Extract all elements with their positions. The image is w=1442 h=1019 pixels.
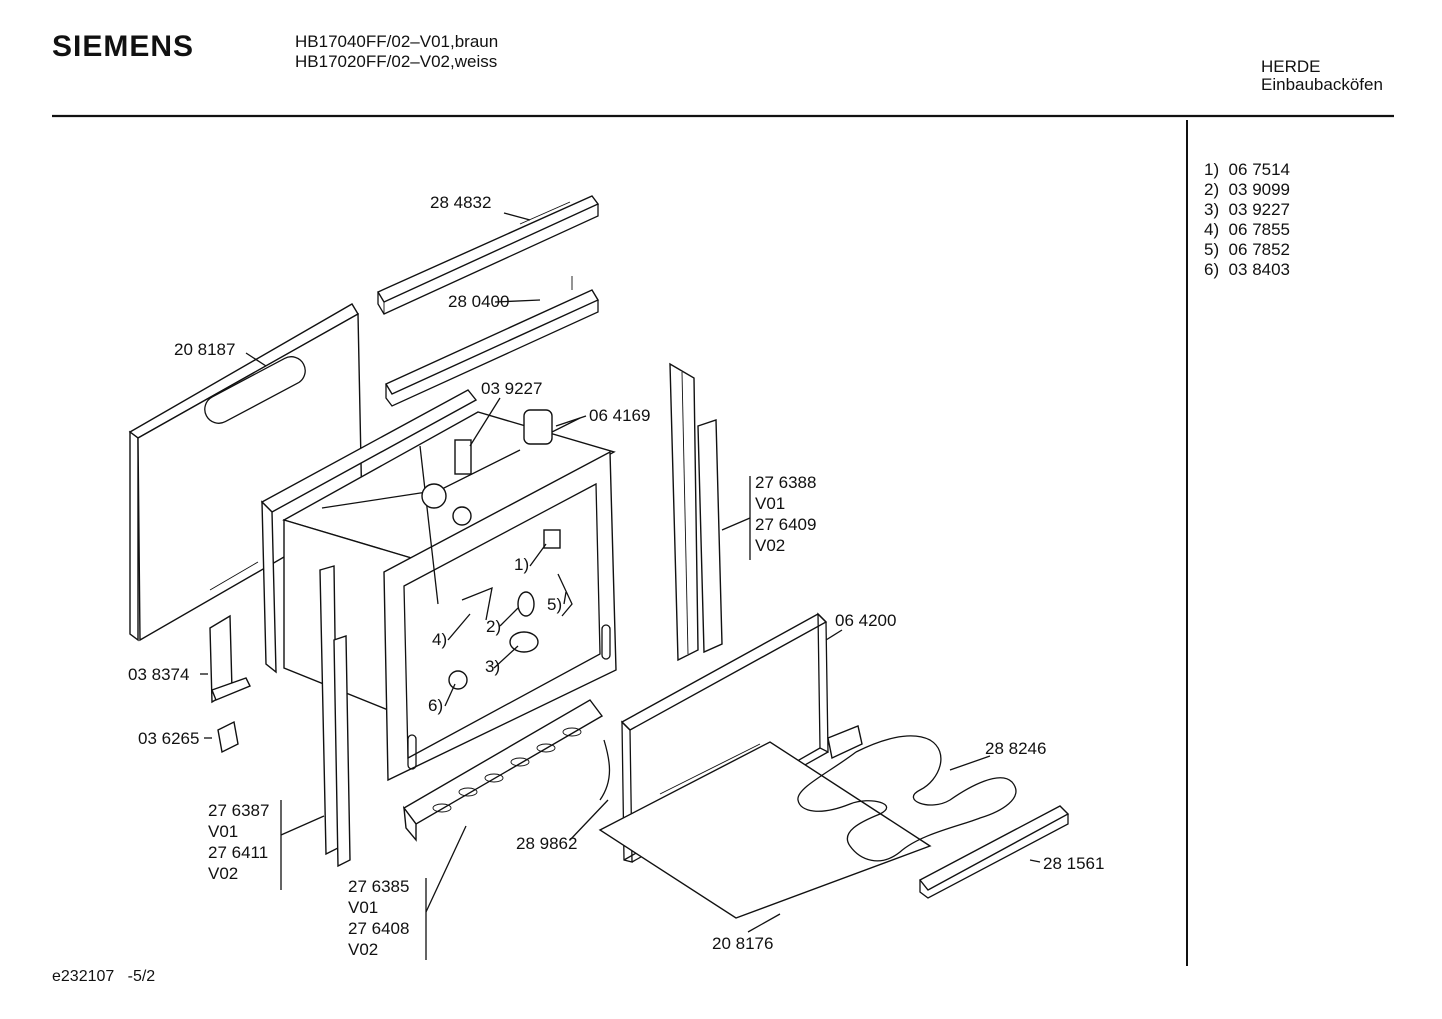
part-label-276409: 27 6409 <box>755 515 817 534</box>
top-rail-part <box>376 195 600 315</box>
legend-item: 3) 03 9227 <box>1204 200 1291 219</box>
bottom-panel-part <box>598 741 932 919</box>
part-label-276387: 27 6387 <box>208 801 270 820</box>
part-label-038374: 03 8374 <box>128 665 190 684</box>
side-panel-part <box>128 303 363 642</box>
clip-part-064169 <box>523 409 581 445</box>
fastener-part-036265 <box>217 720 239 754</box>
part-label-276408: 27 6408 <box>348 919 410 938</box>
part-label-276385: 27 6385 <box>348 877 410 896</box>
legend-item: 5) 06 7852 <box>1204 240 1291 259</box>
left-strip-part <box>319 565 351 868</box>
bottom-rail-part <box>402 699 604 842</box>
variant-label-v01: V01 <box>208 822 239 841</box>
part-label-208176: 20 8176 <box>712 934 774 953</box>
category-line-2: Einbaubacköfen <box>1261 75 1383 94</box>
variant-label-v01: V01 <box>348 898 379 917</box>
callout-2: 2) <box>486 617 502 636</box>
heating-element-part <box>797 725 1017 862</box>
right-strip-part <box>669 362 723 662</box>
callout-6: 6) <box>428 696 444 715</box>
interior-small-parts <box>448 529 573 690</box>
variant-label-v02: V02 <box>755 536 786 555</box>
part-label-039227: 03 9227 <box>481 379 543 398</box>
callout-3: 3) <box>485 657 501 676</box>
callout-4: 4) <box>432 630 448 649</box>
variant-label-v02: V02 <box>348 940 379 959</box>
part-label-289862: 28 9862 <box>516 834 578 853</box>
callout-1: 1) <box>514 555 530 574</box>
part-label-036265: 03 6265 <box>138 729 200 748</box>
model-line-2: HB17020FF/02–V02,weiss <box>295 52 498 71</box>
part-stack-left: 27 6387 V01 27 6411 V02 <box>208 800 269 884</box>
variant-label-v01: V01 <box>755 494 786 513</box>
legend-item: 4) 06 7855 <box>1204 220 1291 239</box>
small-strip-part <box>918 805 1070 899</box>
legend-item: 6) 03 8403 <box>1204 260 1291 279</box>
brand-logo: SIEMENS <box>52 30 195 63</box>
part-stack-bottom: 27 6385 V01 27 6408 V02 <box>348 876 409 960</box>
part-label-208187: 20 8187 <box>174 340 236 359</box>
category-line-1: HERDE <box>1261 57 1321 76</box>
document-footer-code: e232107 -5/2 <box>52 968 156 985</box>
variant-label-v02: V02 <box>208 864 239 883</box>
second-rail-part <box>384 276 600 407</box>
part-label-064200: 06 4200 <box>835 611 897 630</box>
legend-item: 2) 03 9099 <box>1204 180 1291 199</box>
part-label-281561: 28 1561 <box>1043 854 1105 873</box>
leader-lines <box>200 212 1041 960</box>
legend-list: 1) 06 7514 2) 03 9099 3) 03 9227 4) 06 7… <box>1204 160 1290 280</box>
part-label-288246: 28 8246 <box>985 739 1047 758</box>
callout-5: 5) <box>547 595 563 614</box>
wire-part <box>599 739 611 801</box>
part-stack-right: 27 6388 V01 27 6409 V02 <box>755 472 816 556</box>
part-label-276388: 27 6388 <box>755 473 817 492</box>
part-label-276411: 27 6411 <box>208 843 269 862</box>
part-label-064169: 06 4169 <box>589 406 651 425</box>
part-label-284832: 28 4832 <box>430 193 492 212</box>
legend-item: 1) 06 7514 <box>1204 160 1291 179</box>
bracket-part-038374 <box>209 614 251 704</box>
model-line-1: HB17040FF/02–V01,braun <box>295 32 499 51</box>
part-label-280400: 28 0400 <box>448 292 510 311</box>
